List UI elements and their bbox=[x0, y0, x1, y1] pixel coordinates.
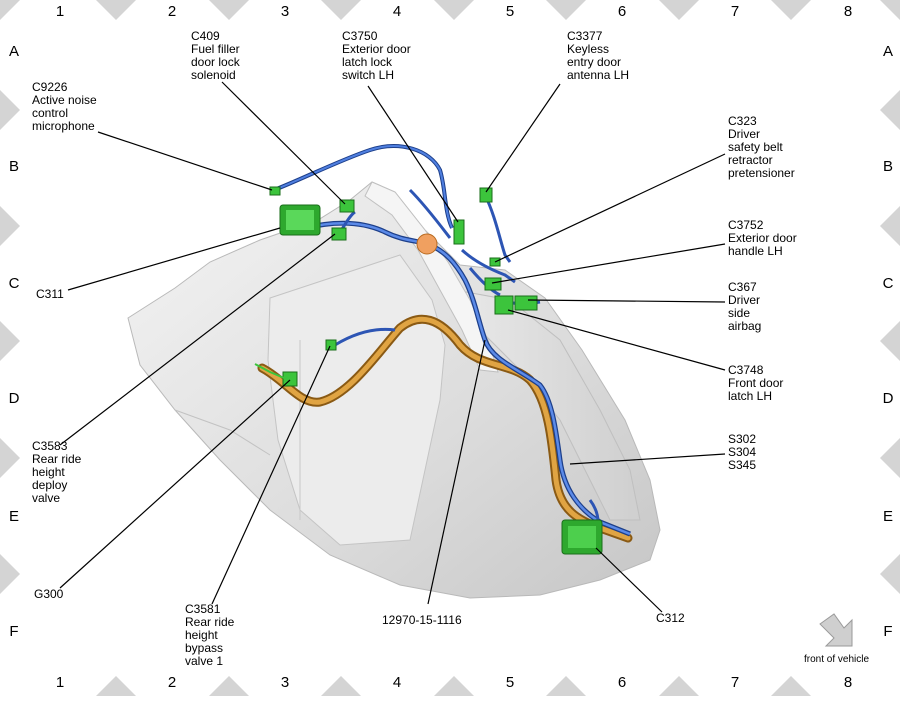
connector-c3748 bbox=[494, 295, 514, 315]
label-c3750: C3750 Exterior door latch lock switch LH bbox=[342, 29, 411, 82]
frame-triangle-top bbox=[434, 0, 474, 20]
grid-column-label: 4 bbox=[392, 674, 402, 691]
frame-triangle-left bbox=[0, 554, 20, 594]
grid-column-label: 1 bbox=[55, 3, 65, 20]
grid-row-label: C bbox=[882, 275, 894, 292]
label-c409: C409 Fuel filler door lock solenoid bbox=[191, 29, 240, 82]
connector-c367 bbox=[514, 295, 538, 311]
grid-column-label: 5 bbox=[505, 674, 515, 691]
connector-c3377 bbox=[479, 187, 493, 203]
label-c323: C323 Driver safety belt retractor preten… bbox=[728, 114, 795, 180]
frame-triangle-top bbox=[880, 0, 900, 20]
frame-triangle-bottom bbox=[209, 676, 249, 696]
grid-row-label: A bbox=[8, 43, 19, 60]
frame-triangle-bottom bbox=[659, 676, 699, 696]
grid-row-label: A bbox=[882, 43, 893, 60]
label-s302: S302 S304 S345 bbox=[728, 432, 757, 472]
grid-row-label: E bbox=[8, 508, 19, 525]
frame-triangle-left bbox=[0, 206, 20, 246]
frame-triangle-right bbox=[880, 438, 900, 478]
leader-lines bbox=[59, 81, 726, 613]
grid-column-label: 7 bbox=[730, 3, 740, 20]
label-c311: C311 bbox=[36, 287, 64, 301]
frame-triangle-bottom bbox=[96, 676, 136, 696]
frame-triangle-top bbox=[771, 0, 811, 20]
front-of-vehicle-label: front of vehicle bbox=[804, 654, 870, 665]
label-part-number: 12970-15-1116 bbox=[382, 613, 462, 627]
conduit bbox=[257, 314, 633, 543]
grid-row-label: B bbox=[8, 158, 19, 175]
grid-column-label: 2 bbox=[167, 3, 177, 20]
frame-triangle-right bbox=[880, 206, 900, 246]
connector-c9226 bbox=[269, 186, 281, 196]
grid-column-label: 6 bbox=[617, 674, 627, 691]
frame-triangle-top bbox=[0, 0, 20, 20]
wiring-harness bbox=[273, 144, 631, 537]
grid-column-label: 1 bbox=[55, 674, 65, 691]
frame-triangle-top bbox=[209, 0, 249, 20]
label-c3748: C3748 Front door latch LH bbox=[728, 363, 784, 403]
frame-triangle-bottom bbox=[771, 676, 811, 696]
grid-column-label: 7 bbox=[730, 674, 740, 691]
grid-row-label: F bbox=[883, 623, 893, 640]
label-c3752: C3752 Exterior door handle LH bbox=[728, 218, 797, 258]
frame-triangle-top bbox=[659, 0, 699, 20]
label-c3583: C3583 Rear ride height deploy valve bbox=[32, 439, 82, 505]
grid-row-label: E bbox=[882, 508, 893, 525]
frame-triangle-bottom bbox=[321, 676, 361, 696]
label-c312: C312 bbox=[656, 611, 685, 625]
connector-c3752 bbox=[484, 277, 502, 291]
grommet bbox=[416, 233, 438, 255]
frame-triangle-bottom bbox=[546, 676, 586, 696]
grid-column-label: 2 bbox=[167, 674, 177, 691]
frame-triangle-bottom bbox=[434, 676, 474, 696]
connector-c3583 bbox=[331, 227, 347, 241]
grid-row-label: F bbox=[9, 623, 19, 640]
frame-triangle-top bbox=[96, 0, 136, 20]
connector-c3750 bbox=[453, 219, 465, 245]
grid-column-label: 8 bbox=[843, 674, 853, 691]
label-c3377: C3377 Keyless entry door antenna LH bbox=[567, 29, 630, 82]
grid-row-label: C bbox=[8, 275, 20, 292]
grid-column-label: 6 bbox=[617, 3, 627, 20]
grid-column-label: 4 bbox=[392, 3, 402, 20]
frame-triangle-left bbox=[0, 438, 20, 478]
grid-row-label: D bbox=[8, 390, 20, 407]
connector-c3581 bbox=[325, 339, 337, 351]
frame-triangle-top bbox=[546, 0, 586, 20]
frame-triangle-left bbox=[0, 90, 20, 130]
frame-triangle-right bbox=[880, 90, 900, 130]
label-c9226: C9226 Active noise control microphone bbox=[32, 80, 97, 133]
front-of-vehicle-arrow-icon bbox=[819, 613, 853, 647]
label-c3581: C3581 Rear ride height bypass valve 1 bbox=[185, 602, 235, 668]
grid-column-label: 5 bbox=[505, 3, 515, 20]
label-g300: G300 bbox=[34, 587, 64, 601]
grid-row-label: B bbox=[882, 158, 893, 175]
label-c367: C367 Driver side airbag bbox=[728, 280, 762, 333]
grid-column-label: 8 bbox=[843, 3, 853, 20]
frame-triangle-top bbox=[321, 0, 361, 20]
grid-column-label: 3 bbox=[280, 3, 290, 20]
frame-triangle-right bbox=[880, 554, 900, 594]
grid-column-label: 3 bbox=[280, 674, 290, 691]
frame-triangle-right bbox=[880, 321, 900, 361]
frame-triangle-left bbox=[0, 321, 20, 361]
grid-row-label: D bbox=[882, 390, 894, 407]
